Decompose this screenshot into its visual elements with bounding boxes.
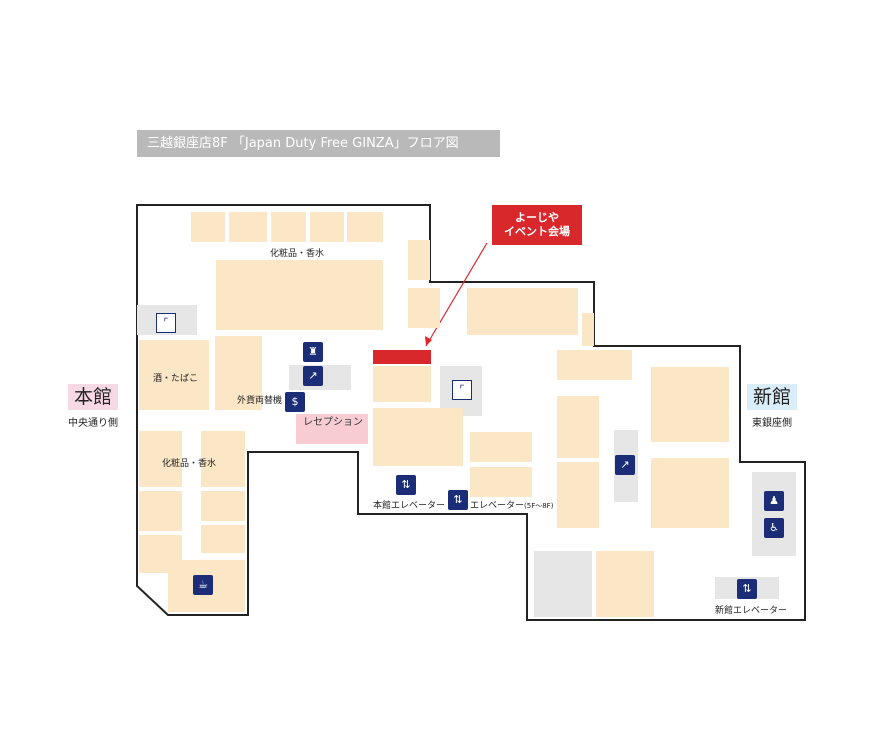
shop-block[interactable] [408, 288, 440, 328]
map-title: 三越銀座店8F 「Japan Duty Free GINZA」フロア図 [137, 130, 500, 157]
shop-block[interactable] [139, 491, 182, 531]
shop-block[interactable] [651, 458, 729, 528]
cosmetics-area-left[interactable] [201, 431, 245, 487]
shop-block[interactable] [470, 432, 532, 462]
liquor-area[interactable] [139, 340, 209, 410]
wheelchair-icon: ♿ [764, 518, 784, 538]
shop-block[interactable] [373, 366, 431, 402]
event-venue-marker[interactable] [373, 350, 431, 364]
liquor-label: 酒・たばこ [153, 374, 199, 384]
shop-block[interactable] [201, 491, 245, 521]
shop-block[interactable] [557, 350, 632, 380]
cosmetics-label-top: 化粧品・香水 [270, 249, 325, 259]
shop-block[interactable] [557, 462, 599, 528]
shop-block[interactable] [201, 525, 245, 553]
shop-block[interactable] [596, 551, 654, 617]
shop-block[interactable] [310, 212, 344, 242]
service-area [534, 551, 592, 617]
honkan-elevator-label: 本館エレベーター [373, 501, 446, 511]
exchange-label: 外貨両替機 [237, 396, 283, 406]
reception-desk[interactable]: レセプション [296, 414, 368, 444]
callout-line1: よーじや [515, 211, 559, 224]
shop-block[interactable] [651, 367, 729, 442]
elevator-5f8f-label: エレベーター(5F～8F) [470, 501, 554, 511]
currency-exchange-icon: $ [285, 392, 305, 412]
shinkan-label: 新館 [747, 384, 798, 410]
stairs-icon: ⌜ [156, 313, 176, 333]
cosmetics-area-main[interactable] [216, 260, 383, 330]
escalator-icon: ↗ [615, 455, 635, 475]
shop-block[interactable] [373, 408, 463, 466]
cafe-icon: ☕ [193, 575, 213, 595]
shop-block[interactable] [408, 240, 430, 280]
elevator-icon: ⇅ [396, 475, 416, 495]
shop-block[interactable] [139, 431, 182, 487]
restroom-icon: ♟ [764, 491, 784, 511]
elevator-icon: ⇅ [737, 579, 757, 599]
elevator-icon: ⇅ [448, 490, 468, 510]
escalator-icon: ↗ [303, 366, 323, 386]
shop-block[interactable] [347, 212, 383, 242]
callout-pointer-arrow [425, 336, 432, 346]
callout-pointer-line [425, 242, 488, 347]
shinkan-elevator-label: 新館エレベーター [715, 606, 788, 616]
honkan-label: 本館 [68, 384, 119, 410]
shop-block[interactable] [229, 212, 267, 242]
stairs-icon: ⌜ [452, 380, 472, 400]
cosmetics-label-left: 化粧品・香水 [162, 459, 217, 469]
shinkan-side-label: 東銀座側 [752, 418, 792, 429]
shop-block[interactable] [470, 467, 532, 497]
shop-block[interactable] [467, 288, 578, 335]
callout-line2: イベント会場 [504, 225, 570, 238]
shop-block[interactable] [271, 212, 306, 242]
shop-block[interactable] [557, 396, 599, 458]
restroom-icon: ♜ [303, 342, 323, 362]
shop-block[interactable] [582, 313, 594, 346]
event-callout[interactable]: よーじや イベント会場 [492, 205, 582, 245]
restroom-area [752, 472, 796, 556]
honkan-side-label: 中央通り側 [68, 418, 118, 429]
shop-block[interactable] [191, 212, 225, 242]
shop-block[interactable] [215, 336, 262, 410]
